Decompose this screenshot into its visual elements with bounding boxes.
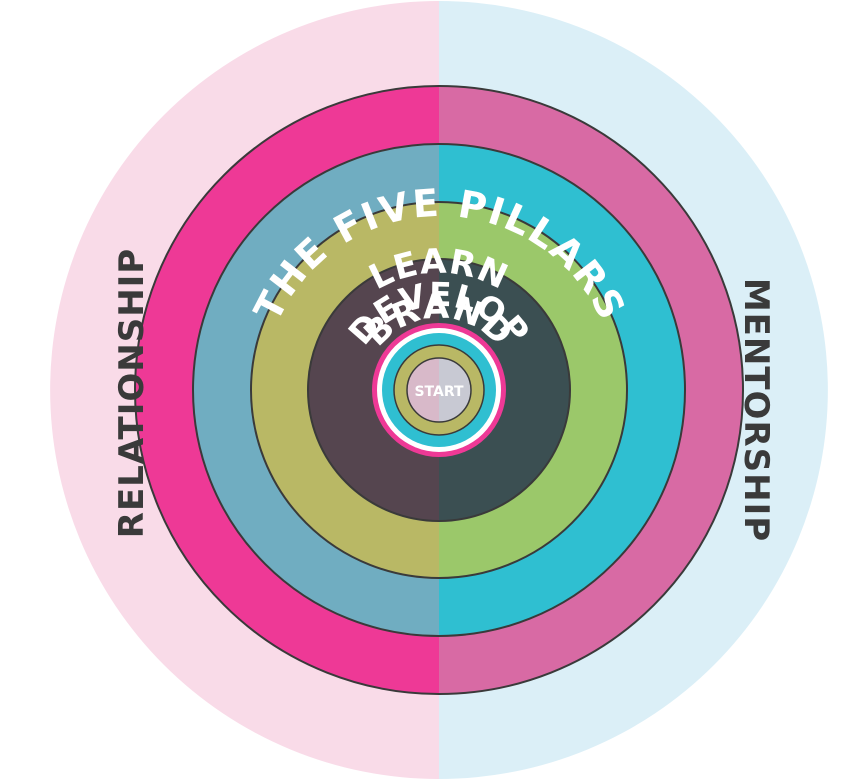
ring-outline: [192, 143, 686, 637]
ring-outline: [250, 201, 628, 579]
ring-outline: [307, 258, 571, 522]
center-core-left: [407, 358, 439, 422]
mentorship-label: MENTORSHIP: [736, 278, 776, 542]
start-label[interactable]: START: [414, 384, 464, 400]
ring-outline: [134, 85, 744, 695]
center-core-right: [439, 358, 471, 422]
start-target[interactable]: [372, 323, 506, 457]
relationship-label: RELATIONSHIP: [112, 248, 152, 538]
center-core-outline: [406, 357, 472, 423]
